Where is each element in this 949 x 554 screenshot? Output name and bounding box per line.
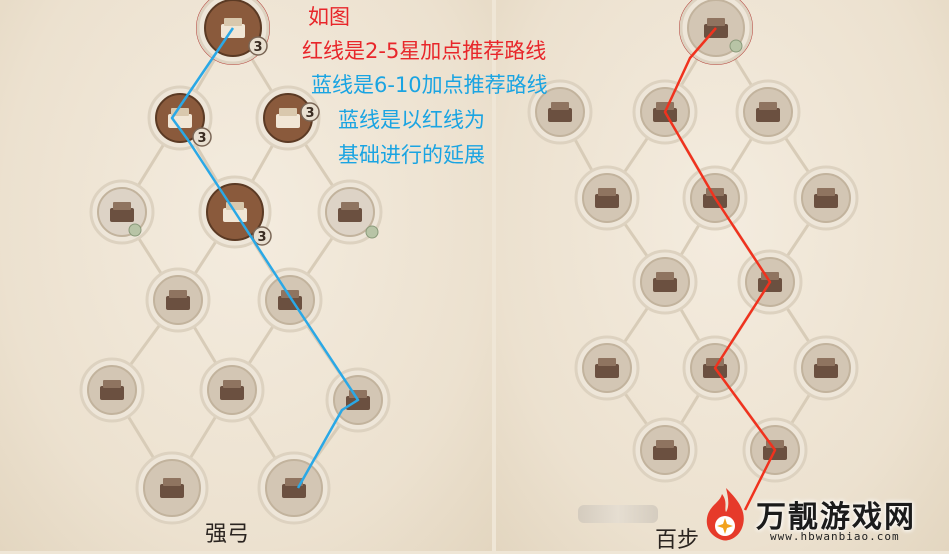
left-skill-node-12-part xyxy=(285,478,303,486)
annotation-line-2: 红线是2-5星加点推荐路线 xyxy=(302,39,547,63)
annotation-line-3: 蓝线是6-10加点推荐路线 xyxy=(311,73,548,97)
blue-recommended-path xyxy=(170,27,360,489)
right-skill-node-4-part xyxy=(595,194,619,208)
left-skill-node-4-part xyxy=(223,208,247,222)
right-skill-node-11-part xyxy=(817,358,835,366)
right-skill-node-4[interactable] xyxy=(574,165,640,231)
level-badge-text-1: 3 xyxy=(197,131,206,146)
level-badge-text-0: 3 xyxy=(253,40,262,55)
left-skill-node-10[interactable] xyxy=(325,367,391,433)
right-skill-node-7[interactable] xyxy=(632,249,698,315)
right-skill-node-8-part xyxy=(758,278,782,292)
left-skill-node-9[interactable] xyxy=(199,357,265,423)
left-skill-node-10-part xyxy=(346,396,370,410)
left-panel xyxy=(0,0,492,551)
annotation-line-5: 基础进行的延展 xyxy=(338,143,485,167)
right-skill-node-12-part xyxy=(656,440,674,448)
left-skill-node-9-part xyxy=(223,380,241,388)
right-skill-node-9-part xyxy=(598,358,616,366)
left-skill-node-7[interactable] xyxy=(257,267,323,333)
right-skill-node-11-part xyxy=(814,364,838,378)
left-tree-label: 强弓 xyxy=(205,522,250,547)
left-skill-node-3-part xyxy=(113,202,131,210)
level-badge-text-2: 3 xyxy=(305,106,314,121)
left-skill-node-6[interactable] xyxy=(145,267,211,333)
right-skill-node-1[interactable] xyxy=(527,79,593,145)
right-skill-node-9-part xyxy=(595,364,619,378)
right-skill-node-6[interactable] xyxy=(793,165,859,231)
left-skill-node-5-part xyxy=(338,208,362,222)
left-skill-node-2[interactable] xyxy=(255,85,321,151)
right-skill-node-7-part xyxy=(653,278,677,292)
left-skill-node-3[interactable] xyxy=(89,179,155,245)
right-skill-node-2-part xyxy=(653,108,677,122)
left-skill-node-12[interactable] xyxy=(257,451,331,525)
right-skill-node-9[interactable] xyxy=(574,335,640,401)
lock-dot-1 xyxy=(365,225,379,239)
lock-dot-0 xyxy=(128,223,142,237)
left-skill-node-2-part xyxy=(276,114,300,128)
right-skill-node-10[interactable] xyxy=(682,335,748,401)
left-skill-node-12-part xyxy=(282,484,306,498)
right-skill-node-13-part xyxy=(763,446,787,460)
left-skill-node-5[interactable] xyxy=(317,179,383,245)
left-skill-node-8[interactable] xyxy=(79,357,145,423)
annotation-line-4: 蓝线是以红线为 xyxy=(338,108,485,132)
left-skill-node-8-part xyxy=(103,380,121,388)
right-skill-node-6-part xyxy=(814,194,838,208)
right-skill-node-12-part xyxy=(653,446,677,460)
right-skill-node-3-part xyxy=(756,108,780,122)
blurred-caption xyxy=(578,505,658,523)
right-skill-node-4-part xyxy=(598,188,616,196)
annotation-line-1: 如图 xyxy=(308,5,350,29)
left-skill-node-6-part xyxy=(169,290,187,298)
level-badge-1 xyxy=(192,127,212,147)
right-skill-node-0-part xyxy=(707,18,725,26)
right-skill-node-0[interactable] xyxy=(679,0,753,65)
left-skill-node-11[interactable] xyxy=(135,451,209,525)
level-badge-0 xyxy=(248,36,268,56)
left-skill-node-5-part xyxy=(341,202,359,210)
right-skill-node-2-part xyxy=(656,102,674,110)
left-skill-node-9-part xyxy=(220,386,244,400)
level-badge-3 xyxy=(252,226,272,246)
left-skill-node-0-part xyxy=(224,18,242,26)
lock-dot-2 xyxy=(729,39,743,53)
right-skill-node-6-part xyxy=(817,188,835,196)
level-badge-2 xyxy=(300,102,320,122)
right-skill-node-7-part xyxy=(656,272,674,280)
site-watermark: 万靓游戏网 www.hbwanbiao.com xyxy=(696,480,949,552)
watermark-url: www.hbwanbiao.com xyxy=(770,530,900,543)
right-skill-node-11[interactable] xyxy=(793,335,859,401)
left-skill-node-2-part xyxy=(279,108,297,116)
left-skill-node-8-part xyxy=(100,386,124,400)
watermark-brand: 万靓游戏网 xyxy=(756,500,916,535)
left-skill-node-6-part xyxy=(166,296,190,310)
left-skill-node-0-part xyxy=(221,24,245,38)
right-skill-node-1-part xyxy=(548,108,572,122)
right-skill-node-3[interactable] xyxy=(735,79,801,145)
flame-logo-icon xyxy=(706,488,744,541)
left-skill-node-1-part xyxy=(168,114,192,128)
right-skill-node-3-part xyxy=(759,102,777,110)
red-recommended-path xyxy=(663,27,777,511)
left-skill-node-11-part xyxy=(163,478,181,486)
left-skill-node-11-part xyxy=(160,484,184,498)
level-badge-text-3: 3 xyxy=(257,230,266,245)
left-skill-node-3-part xyxy=(110,208,134,222)
right-skill-node-5-part xyxy=(703,194,727,208)
right-skill-node-12[interactable] xyxy=(632,417,698,483)
right-skill-node-1-part xyxy=(551,102,569,110)
right-tree-label: 百步 xyxy=(655,528,700,553)
